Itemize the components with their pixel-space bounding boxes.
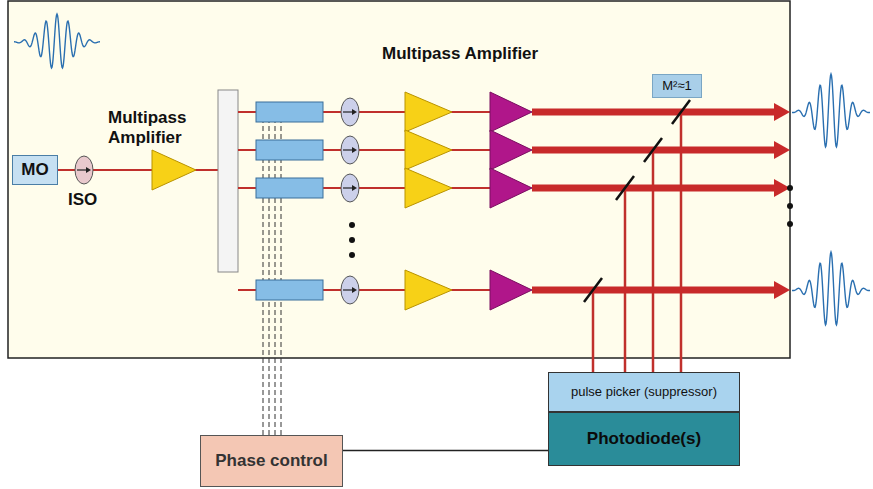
isolator-arrowhead bbox=[86, 167, 91, 173]
amplifier-stage bbox=[405, 92, 452, 132]
output-beam bbox=[532, 185, 776, 192]
beam-arrowhead bbox=[774, 103, 790, 121]
ellipsis-dot bbox=[349, 237, 355, 243]
power-amplifier bbox=[490, 270, 532, 310]
isolator-arrowhead bbox=[352, 109, 357, 115]
amplifier-stage bbox=[405, 168, 452, 208]
photodiode-box: Photodiode(s) bbox=[548, 412, 740, 466]
power-amplifier bbox=[490, 168, 532, 208]
ellipsis-dot bbox=[349, 252, 355, 258]
node-text: MO bbox=[21, 160, 48, 180]
output-beam bbox=[532, 109, 776, 116]
beam-splitter-bar bbox=[218, 90, 238, 272]
isolator bbox=[75, 156, 93, 184]
amplifier-stage bbox=[405, 130, 452, 170]
beam-quality-box: M²≈1 bbox=[652, 74, 702, 98]
node-text: Photodiode(s) bbox=[587, 429, 701, 449]
control-line bbox=[275, 118, 276, 435]
isolator bbox=[341, 136, 359, 164]
control-line bbox=[263, 118, 264, 435]
phase-modulator bbox=[256, 280, 323, 300]
laser-pulse bbox=[792, 74, 870, 147]
phase-control-box: Phase control bbox=[200, 435, 343, 487]
ellipsis-dot bbox=[349, 222, 355, 228]
isolator bbox=[341, 98, 359, 126]
laser-pulse bbox=[14, 14, 100, 68]
phase-modulator bbox=[256, 140, 323, 160]
text-label: ISO bbox=[68, 190, 118, 210]
isolator bbox=[341, 276, 359, 304]
ellipsis-dot bbox=[787, 221, 793, 227]
text-label: Multipass Amplifier bbox=[108, 108, 204, 147]
power-amplifier bbox=[490, 92, 532, 132]
pickoff-mirror bbox=[584, 278, 602, 302]
node-text: M²≈1 bbox=[662, 79, 692, 94]
oscillator-box: MO bbox=[12, 155, 58, 185]
sampling-line bbox=[592, 290, 595, 372]
isolator-arrowhead bbox=[352, 185, 357, 191]
node-text: pulse picker (suppressor) bbox=[571, 385, 717, 400]
system-panel bbox=[8, 1, 790, 358]
beam-arrowhead bbox=[774, 281, 790, 299]
isolator-arrowhead bbox=[352, 287, 357, 293]
isolator-arrowhead bbox=[352, 147, 357, 153]
ellipsis-dot bbox=[787, 203, 793, 209]
amplifier-stage bbox=[405, 270, 452, 310]
control-line bbox=[281, 118, 282, 435]
text-label: Multipass Amplifier bbox=[382, 44, 582, 64]
sampling-line bbox=[652, 150, 655, 372]
beam-arrowhead bbox=[774, 141, 790, 159]
pickoff-mirror bbox=[672, 100, 690, 124]
signal-line bbox=[343, 450, 548, 452]
isolator bbox=[341, 174, 359, 202]
control-line bbox=[269, 118, 270, 435]
phase-modulator bbox=[256, 102, 323, 122]
power-amplifier bbox=[490, 130, 532, 170]
output-beam bbox=[532, 287, 776, 294]
node-text: Phase control bbox=[215, 451, 327, 471]
ellipsis-dot bbox=[787, 185, 793, 191]
pulse-picker-box: pulse picker (suppressor) bbox=[548, 372, 740, 412]
pickoff-mirror bbox=[644, 138, 662, 162]
laser-pulse bbox=[792, 252, 870, 325]
preamplifier bbox=[152, 150, 196, 190]
phase-modulator bbox=[256, 178, 323, 198]
sampling-line bbox=[624, 188, 627, 372]
pickoff-mirror bbox=[616, 176, 634, 200]
